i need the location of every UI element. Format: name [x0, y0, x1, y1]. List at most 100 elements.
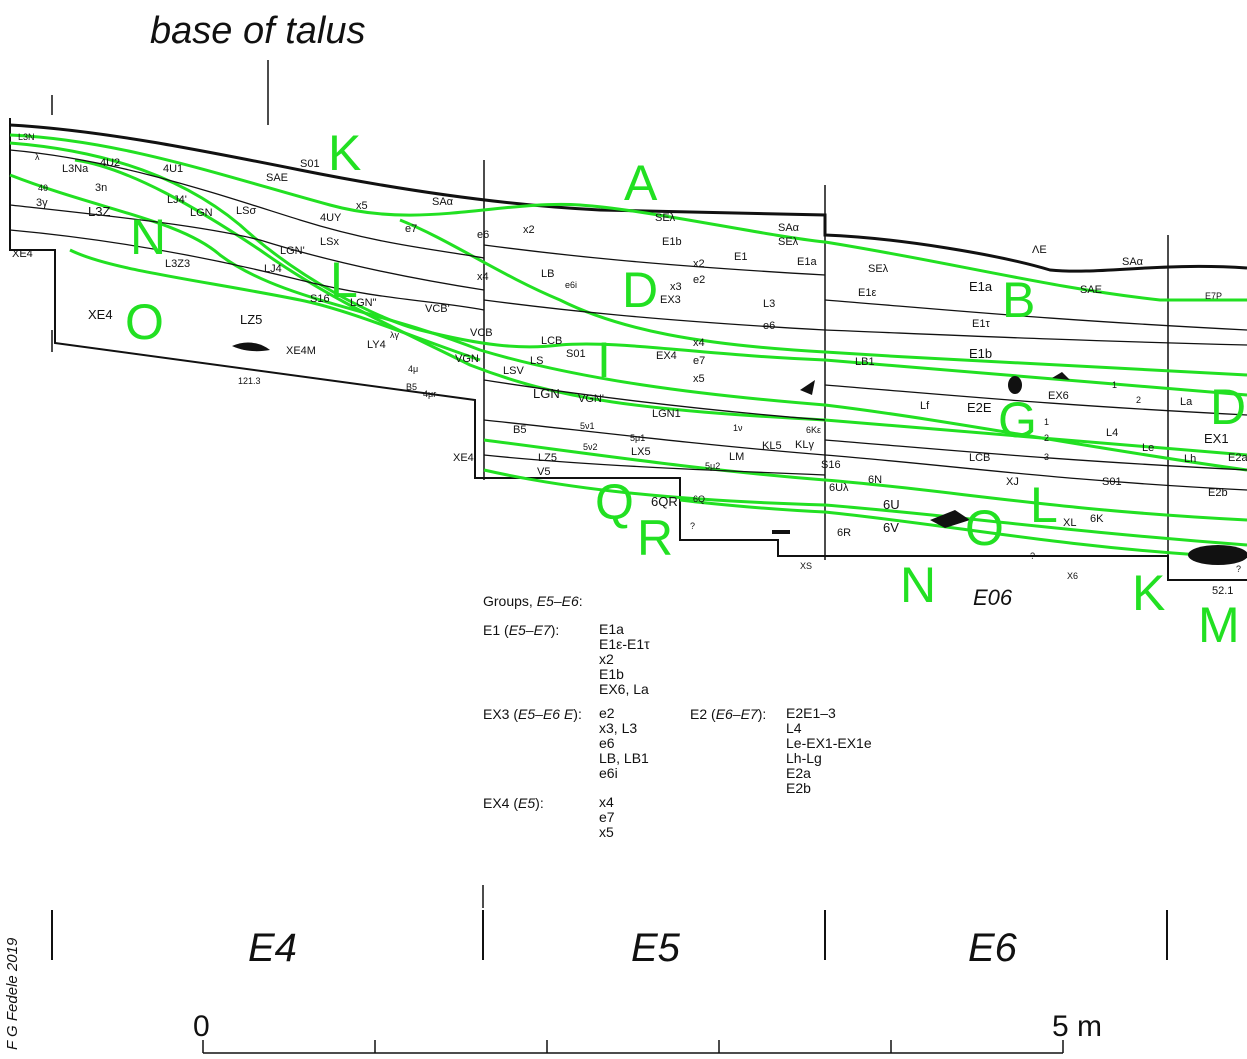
- green-label-a: A: [624, 155, 658, 211]
- title-marker: [51, 60, 484, 908]
- scale-start-label: 0: [193, 1010, 210, 1043]
- legend-item: e7: [599, 809, 615, 825]
- section-label: LM: [729, 451, 745, 463]
- section-label: E1τ: [972, 318, 990, 330]
- green-strata: [9, 133, 1247, 557]
- section-label: 1ν: [733, 423, 743, 433]
- legend-heading: Groups, E5–E6:: [483, 593, 583, 609]
- legend-item: L4: [786, 720, 802, 736]
- section-label: L4: [1106, 427, 1119, 439]
- section-label: VGN': [578, 393, 604, 405]
- section-label: E1a: [797, 256, 817, 268]
- section-label: VCB: [470, 327, 493, 339]
- ground-surface: [9, 123, 1247, 273]
- section-label: 6Kε: [806, 425, 822, 435]
- section-label: XJ: [1006, 476, 1019, 488]
- section-label: LGN: [533, 386, 560, 401]
- legend-item: E2E1–3: [786, 705, 836, 721]
- section-label: λ: [35, 152, 40, 162]
- section-label: XE4: [453, 452, 474, 464]
- legend-item: e6: [599, 735, 615, 751]
- legend-group-name: EX3: [483, 706, 510, 722]
- section-label: 6U: [883, 497, 900, 512]
- section-label: 4μr: [423, 389, 437, 399]
- section-label: XE4M: [286, 345, 316, 357]
- legend-item: E1b: [599, 666, 624, 682]
- legend-group-ex3: EX3 (E5–E6 E):: [483, 706, 582, 722]
- section-label: VCB': [425, 303, 450, 315]
- section-label: LB: [541, 268, 555, 280]
- section-label: EX4: [656, 350, 677, 362]
- section-label: LCB: [969, 452, 991, 464]
- section-label: x3: [670, 281, 682, 293]
- section-label: e6: [763, 320, 776, 332]
- section-label: 3n: [95, 182, 108, 194]
- green-label-n: N: [130, 209, 167, 265]
- section-label: 6Uλ: [829, 482, 849, 494]
- section-label: 6R: [837, 527, 852, 539]
- figure-title: base of talus: [150, 10, 366, 52]
- section-label: E1b: [662, 236, 682, 248]
- section-label: e7: [405, 223, 418, 235]
- green-label-g: G: [998, 392, 1037, 448]
- legend-item: x4: [599, 794, 614, 810]
- section-label: E1ε: [858, 287, 877, 299]
- legend-group-name: E1: [483, 622, 501, 638]
- section-label: LX5: [631, 446, 651, 458]
- section-label: x2: [693, 258, 705, 270]
- section-label: x5: [356, 200, 368, 212]
- section-label: 4UY: [320, 212, 342, 224]
- section-label: 4θ: [38, 183, 49, 193]
- section-label: LS: [530, 355, 544, 367]
- section-label: LGN': [280, 245, 305, 257]
- sector-ticks: [51, 910, 1168, 960]
- section-label: LY4: [367, 339, 386, 351]
- green-label-k: K: [328, 125, 362, 181]
- section-label: 3γ: [36, 197, 48, 209]
- section-label: SAα: [778, 222, 800, 234]
- section-label: ?: [1030, 551, 1036, 561]
- section-label: S01: [300, 158, 320, 170]
- legend-group-e2: E2 (E6–E7):: [690, 706, 767, 722]
- legend-group-ex4: EX4 (E5):: [483, 795, 544, 811]
- section-label: KLγ: [795, 439, 814, 451]
- section-label: XE4: [12, 248, 33, 260]
- section-label: 4μ: [408, 364, 419, 374]
- green-label-n-bottom: N: [900, 557, 937, 613]
- section-label: x4: [693, 337, 705, 349]
- section-label: ?: [1236, 564, 1242, 574]
- section-label: S01: [1102, 476, 1122, 488]
- section-label: SEλ: [655, 212, 676, 224]
- legend-item: e6i: [599, 765, 618, 781]
- section-label: L3Na: [62, 163, 89, 175]
- legend-item: Lh-Lg: [786, 750, 822, 766]
- section-label: 6V: [883, 520, 899, 535]
- section-label: 121.3: [238, 376, 261, 386]
- section-label: L3: [763, 298, 776, 310]
- legend-item: x3, L3: [599, 720, 638, 736]
- section-label: 5ν2: [583, 442, 598, 452]
- section-label: LSV: [503, 365, 524, 377]
- section-label: LGN1: [652, 408, 681, 420]
- section-label: e2: [693, 274, 706, 286]
- section-label: SAα: [432, 196, 454, 208]
- section-label: 52.1: [1212, 585, 1234, 597]
- section-label: LSσ: [236, 205, 257, 217]
- section-label: Le: [1142, 442, 1155, 454]
- legend-group-name: EX4: [483, 795, 510, 811]
- section-label: 2: [1136, 395, 1142, 405]
- section-label: KL5: [762, 440, 782, 452]
- sector-boundaries: [483, 160, 1169, 580]
- section-label: 5μ1: [630, 433, 646, 443]
- legend-heading-range: E5–E6: [536, 593, 579, 609]
- section-label: L3Z3: [165, 258, 191, 270]
- section-label: E7P: [1205, 291, 1223, 301]
- section-label: EX3: [660, 294, 681, 306]
- section-label: SAE: [1080, 284, 1103, 296]
- section-label: SAE: [266, 172, 289, 184]
- section-label: LB1: [855, 356, 875, 368]
- section-label: LGN: [190, 207, 213, 219]
- green-label-k-bottom: K: [1132, 565, 1166, 621]
- section-label: La: [1180, 396, 1193, 408]
- section-label: 6Q: [693, 494, 706, 504]
